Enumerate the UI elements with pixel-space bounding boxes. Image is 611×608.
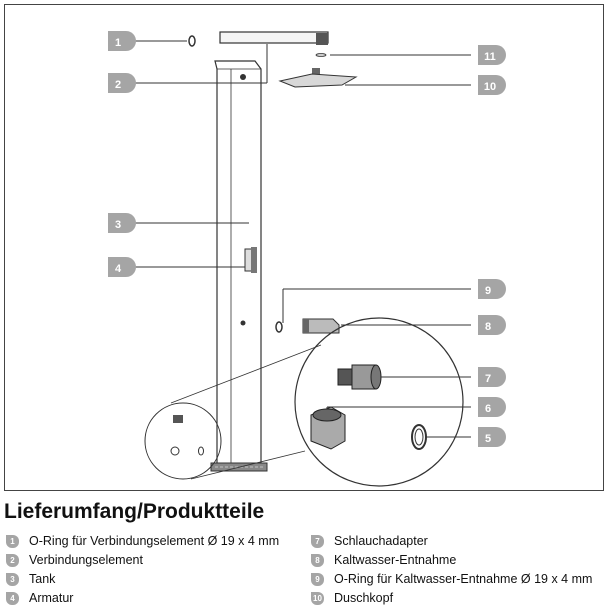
list-item: 7 Schlauchadapter [311, 532, 592, 551]
svg-text:7: 7 [485, 373, 491, 385]
part-label: Kaltwasser-Entnahme [334, 553, 457, 567]
fitting [310, 406, 346, 450]
svg-text:6: 6 [485, 403, 491, 415]
callout-3: 3 [108, 213, 136, 233]
callout-2: 2 [108, 73, 136, 93]
part-label: Schlauchadapter [334, 534, 428, 548]
svg-text:1: 1 [115, 37, 121, 49]
product-diagram: 1 2 3 4 5 6 7 8 9 10 11 [4, 4, 604, 491]
hose-adapter [337, 364, 382, 390]
cold-water-outlet [302, 318, 340, 334]
list-item: 2 Verbindungselement [6, 551, 279, 570]
svg-text:3: 3 [115, 219, 121, 231]
o-ring-9 [275, 321, 283, 333]
list-item: 10 Duschkopf [311, 589, 592, 608]
number-badge: 2 [6, 554, 19, 567]
callout-5: 5 [478, 427, 506, 447]
callout-4: 4 [108, 257, 136, 277]
list-item: 9 O-Ring für Kaltwasser-Entnahme Ø 19 x 4… [311, 570, 592, 589]
callout-7: 7 [478, 367, 506, 387]
svg-text:10: 10 [484, 81, 496, 93]
callout-6: 6 [478, 397, 506, 417]
diagram-svg: 1 2 3 4 5 6 7 8 9 10 11 [108, 31, 506, 487]
o-ring-1 [188, 35, 196, 47]
shower-arm [219, 31, 329, 45]
number-badge: 4 [6, 592, 19, 605]
svg-text:8: 8 [485, 321, 491, 333]
o-ring-11 [315, 53, 327, 57]
callout-10: 10 [478, 75, 506, 95]
number-badge: 1 [6, 535, 19, 548]
svg-text:5: 5 [485, 433, 491, 445]
tank-column [210, 60, 268, 472]
callout-9: 9 [478, 279, 506, 299]
callout-11: 11 [478, 45, 506, 65]
section-heading: Lieferumfang/Produktteile [4, 500, 265, 523]
detail-small-parts [170, 415, 204, 456]
part-label: O-Ring für Kaltwasser-Entnahme Ø 19 x 4 … [334, 572, 593, 586]
callout-badges: 1 2 3 4 5 6 7 8 9 10 11 [108, 31, 506, 447]
svg-text:9: 9 [485, 285, 491, 297]
tap [244, 247, 257, 273]
number-badge: 10 [311, 592, 324, 605]
part-label: Tank [29, 572, 56, 586]
parts-list-left: 1 O-Ring für Verbindungselement Ø 19 x 4 … [6, 532, 279, 608]
detail-circle-small [144, 402, 222, 480]
svg-text:11: 11 [484, 51, 496, 63]
svg-text:4: 4 [115, 263, 122, 275]
list-item: 1 O-Ring für Verbindungselement Ø 19 x 4 … [6, 532, 279, 551]
svg-text:2: 2 [115, 79, 121, 91]
leader-lines [135, 40, 471, 438]
detail-circle-large [294, 317, 464, 487]
part-label: Verbindungselement [29, 553, 143, 567]
number-badge: 3 [6, 573, 19, 586]
part-label: Duschkopf [334, 591, 394, 605]
list-item: 3 Tank [6, 570, 279, 589]
part-label: Armatur [29, 591, 74, 605]
number-badge: 9 [311, 573, 324, 586]
shower-head [278, 68, 358, 88]
list-item: 4 Armatur [6, 589, 279, 608]
callout-1: 1 [108, 31, 136, 51]
callout-8: 8 [478, 315, 506, 335]
number-badge: 8 [311, 554, 324, 567]
part-label: O-Ring für Verbindungselement Ø 19 x 4 m… [29, 534, 280, 548]
list-item: 8 Kaltwasser-Entnahme [311, 551, 592, 570]
number-badge: 7 [311, 535, 324, 548]
